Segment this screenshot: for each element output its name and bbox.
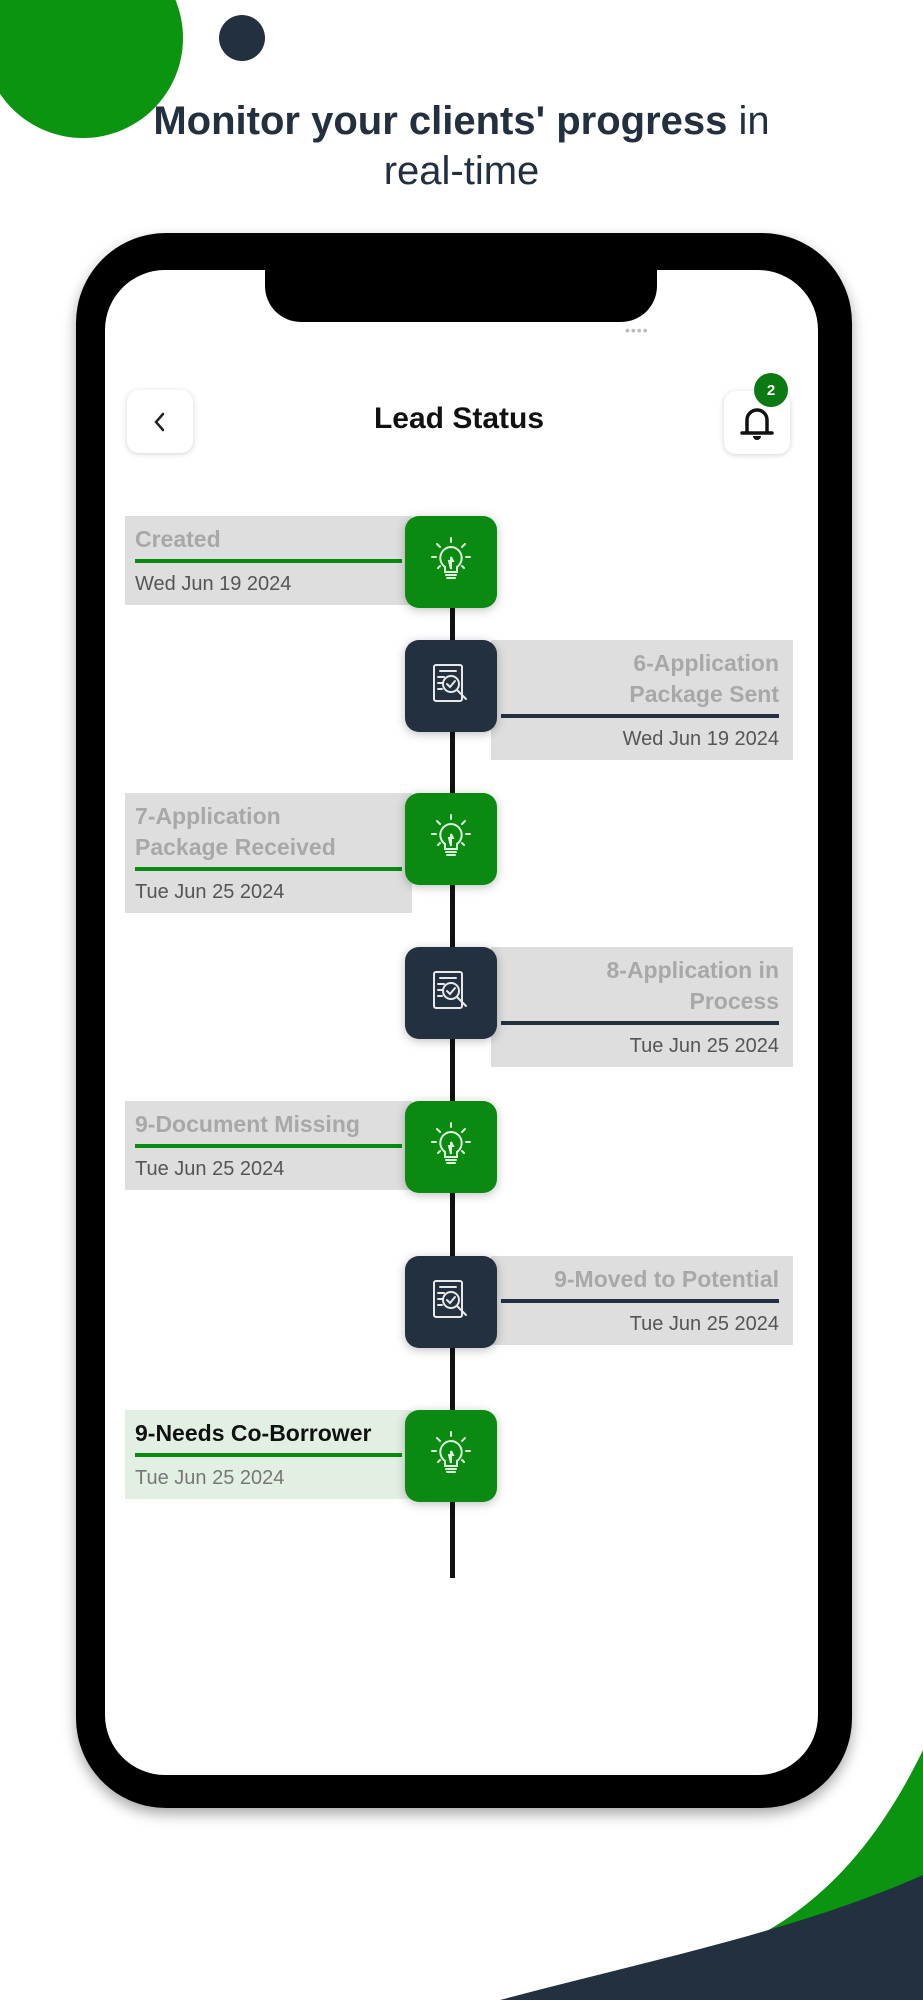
status-date: Tue Jun 25 2024 — [135, 881, 285, 903]
status-underline — [501, 1021, 779, 1025]
timeline-line — [450, 561, 455, 1578]
document-review-icon — [433, 1280, 467, 1318]
status-underline — [135, 867, 402, 871]
page-title: Lead Status — [373, 402, 545, 435]
headline-light-2: real-time — [383, 149, 540, 193]
decorative-bottom-waves — [500, 1750, 923, 2000]
headline-light: in — [727, 99, 770, 143]
phone-notch — [265, 262, 657, 322]
status-underline — [135, 1453, 402, 1457]
notification-badge: 2 — [754, 373, 788, 407]
status-date: Wed Jun 19 2024 — [135, 573, 292, 595]
lead-status-node — [405, 516, 497, 608]
document-review-icon — [433, 971, 467, 1009]
status-date: Tue Jun 25 2024 — [629, 1313, 779, 1335]
headline: Monitor your clients' progress in real-t… — [0, 96, 923, 196]
status-label: 9-Moved to Potential — [554, 1266, 779, 1292]
lightbulb-icon — [431, 537, 471, 579]
bell-icon — [740, 407, 774, 440]
review-status-node — [405, 1256, 497, 1348]
status-label: 8-Application in Process — [606, 957, 780, 1014]
headline-bold: Monitor your clients' progress — [153, 99, 728, 143]
lightbulb-icon — [431, 1431, 471, 1473]
lead-status-node — [405, 793, 497, 885]
status-underline — [501, 714, 779, 718]
back-button[interactable] — [127, 390, 193, 453]
lead-status-node — [405, 1410, 497, 1502]
chevron-left-icon — [154, 412, 165, 431]
lightbulb-icon — [431, 814, 471, 856]
status-date: Tue Jun 25 2024 — [135, 1158, 285, 1180]
lead-status-node — [405, 1101, 497, 1193]
status-label: 9-Document Missing — [135, 1111, 360, 1137]
status-date: Wed Jun 19 2024 — [622, 728, 779, 750]
status-label: Created — [135, 526, 221, 552]
review-status-node — [405, 640, 497, 732]
status-dots: •••• — [625, 322, 649, 338]
status-date: Tue Jun 25 2024 — [629, 1035, 779, 1057]
document-review-icon — [433, 664, 467, 702]
status-label: 9-Needs Co-Borrower — [135, 1420, 372, 1446]
status-label: 7-Application Package Received — [135, 803, 336, 860]
decorative-navy-dot — [219, 15, 265, 61]
status-label: 6-Application Package Sent — [629, 650, 779, 707]
lightbulb-icon — [431, 1122, 471, 1164]
status-underline — [135, 1144, 402, 1148]
status-date: Tue Jun 25 2024 — [135, 1467, 285, 1489]
status-underline — [135, 559, 402, 563]
review-status-node — [405, 947, 497, 1039]
status-underline — [501, 1299, 779, 1303]
